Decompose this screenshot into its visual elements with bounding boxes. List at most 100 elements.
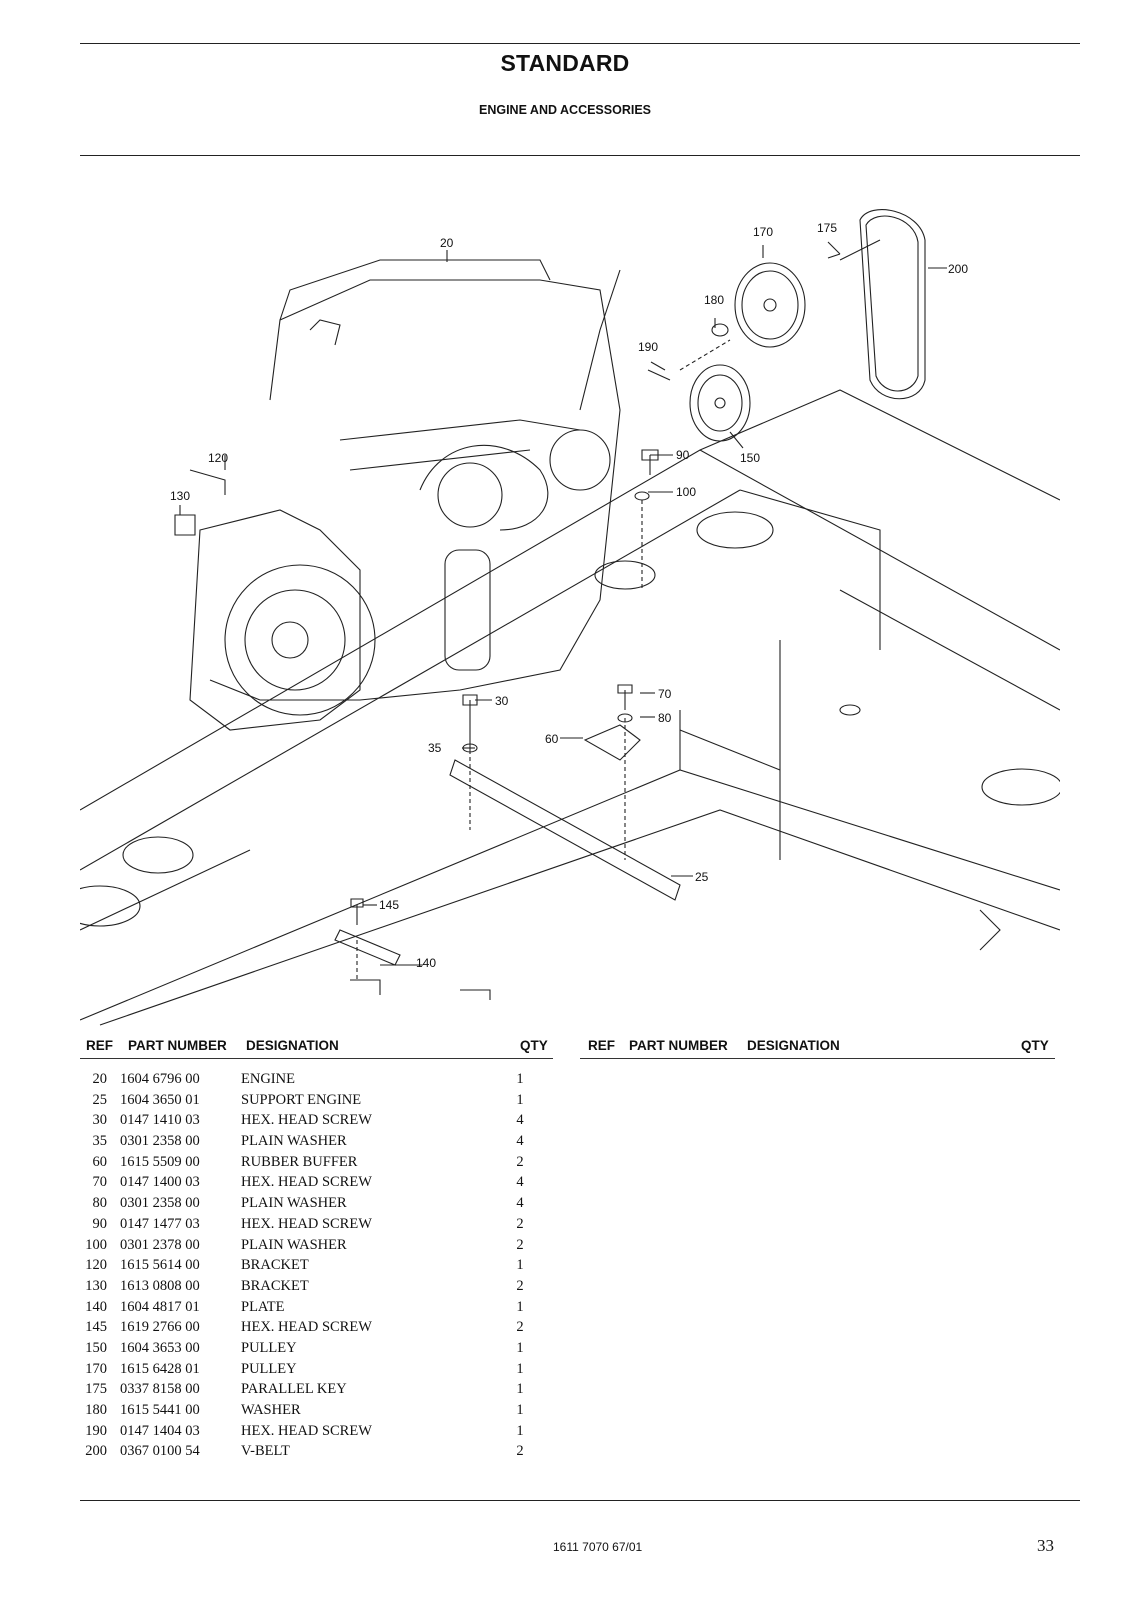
ref-cell: 100 xyxy=(85,1236,107,1253)
designation-cell: HEX. HEAD SCREW xyxy=(241,1422,372,1439)
col-qty: QTY xyxy=(520,1038,548,1053)
table-row: 190 0147 1404 03 HEX. HEAD SCREW 1 xyxy=(77,1423,557,1444)
designation-cell: HEX. HEAD SCREW xyxy=(241,1174,372,1191)
col-ref: REF xyxy=(86,1038,113,1053)
part-number-cell: 0337 8158 00 xyxy=(120,1381,200,1398)
ref-cell: 190 xyxy=(85,1422,107,1439)
callout-130: 130 xyxy=(170,489,190,503)
designation-cell: ENGINE xyxy=(241,1071,295,1087)
callout-140: 140 xyxy=(416,956,436,970)
table-row: 145 1619 2766 00 HEX. HEAD SCREW 2 xyxy=(77,1319,557,1340)
qty-cell: 1 xyxy=(516,1091,524,1108)
qty-cell: 1 xyxy=(516,1422,524,1439)
designation-cell: WASHER xyxy=(241,1402,301,1418)
col-qty-right: QTY xyxy=(1021,1038,1049,1053)
table-row: 25 1604 3650 01 SUPPORT ENGINE 1 xyxy=(77,1092,557,1113)
table-row: 150 1604 3653 00 PULLEY 1 xyxy=(77,1340,557,1361)
part-number-cell: 1613 0808 00 xyxy=(120,1277,200,1294)
callout-120: 120 xyxy=(208,451,228,465)
part-number-cell: 1604 3650 01 xyxy=(120,1091,200,1108)
fasteners xyxy=(174,369,681,995)
ref-cell: 200 xyxy=(85,1443,107,1460)
part-number-cell: 1615 5614 00 xyxy=(120,1257,200,1274)
part-number-cell: 0147 1477 03 xyxy=(120,1215,200,1232)
document-number: 1611 7070 67/01 xyxy=(553,1540,643,1554)
footer-rule xyxy=(80,1500,1080,1501)
part-number-cell: 0301 2358 00 xyxy=(120,1195,200,1212)
ref-cell: 145 xyxy=(85,1319,107,1336)
designation-cell: SUPPORT ENGINE xyxy=(241,1091,362,1108)
exploded-parts-drawing: 20 25 30 35 60 70 80 90 100 120 130 140 … xyxy=(80,209,1060,1026)
col-designation-right: DESIGNATION xyxy=(747,1038,840,1053)
part-number-cell: 1604 6796 00 xyxy=(120,1071,200,1087)
qty-cell: 4 xyxy=(516,1195,524,1212)
col-designation: DESIGNATION xyxy=(246,1038,339,1053)
designation-cell: HEX. HEAD SCREW xyxy=(241,1112,372,1129)
part-number-cell: 1615 5509 00 xyxy=(120,1153,200,1170)
qty-cell: 1 xyxy=(516,1339,524,1356)
part-number-cell: 1615 5441 00 xyxy=(120,1402,200,1418)
qty-cell: 4 xyxy=(516,1174,524,1191)
table-row: 180 1615 5441 00 WASHER 1 xyxy=(77,1402,557,1423)
assembly-lines xyxy=(356,339,731,980)
callout-25: 25 xyxy=(695,870,709,884)
designation-cell: PULLEY xyxy=(241,1360,297,1377)
qty-cell: 2 xyxy=(516,1215,524,1232)
part-number-cell: 1604 4817 01 xyxy=(120,1298,200,1315)
callout-90: 90 xyxy=(676,448,690,462)
qty-cell: 1 xyxy=(516,1381,524,1398)
qty-cell: 4 xyxy=(516,1112,524,1129)
ref-cell: 150 xyxy=(85,1339,107,1356)
ref-cell: 180 xyxy=(85,1402,107,1418)
qty-cell: 1 xyxy=(516,1360,524,1377)
qty-cell: 2 xyxy=(516,1153,524,1170)
designation-cell: BRACKET xyxy=(241,1257,309,1274)
qty-cell: 2 xyxy=(516,1443,524,1460)
leader-lines xyxy=(179,241,947,966)
part-number-cell: 0147 1404 03 xyxy=(120,1422,200,1439)
qty-cell: 2 xyxy=(516,1319,524,1336)
callout-20: 20 xyxy=(440,236,454,250)
ref-cell: 70 xyxy=(92,1174,108,1191)
designation-cell: HEX. HEAD SCREW xyxy=(241,1215,372,1232)
designation-cell: PULLEY xyxy=(241,1339,297,1356)
designation-cell: PLAIN WASHER xyxy=(241,1133,347,1150)
col-part-number: PART NUMBER xyxy=(128,1038,227,1053)
ref-cell: 130 xyxy=(85,1277,107,1294)
callout-100: 100 xyxy=(676,485,696,499)
callout-30: 30 xyxy=(495,694,509,708)
qty-cell: 1 xyxy=(516,1402,524,1418)
ref-cell: 30 xyxy=(92,1112,108,1129)
designation-cell: RUBBER BUFFER xyxy=(241,1153,358,1170)
qty-cell: 2 xyxy=(516,1277,524,1294)
callout-80: 80 xyxy=(658,711,672,725)
ref-cell: 80 xyxy=(92,1195,108,1212)
ref-cell: 175 xyxy=(85,1381,107,1398)
ref-cell: 120 xyxy=(85,1257,107,1274)
callout-175: 175 xyxy=(817,221,837,235)
qty-cell: 2 xyxy=(516,1236,524,1253)
top-rule xyxy=(80,43,1080,44)
table-row: 80 0301 2358 00 PLAIN WASHER 4 xyxy=(77,1195,557,1216)
ref-cell: 25 xyxy=(92,1091,108,1108)
page-title: STANDARD xyxy=(500,50,630,76)
designation-cell: HEX. HEAD SCREW xyxy=(241,1319,372,1336)
callout-190: 190 xyxy=(638,340,658,354)
header-rule xyxy=(80,155,1080,156)
part-number-cell: 1619 2766 00 xyxy=(120,1319,200,1336)
callout-180: 180 xyxy=(704,293,724,307)
ref-cell: 170 xyxy=(85,1360,107,1377)
part-number-cell: 1604 3653 00 xyxy=(120,1339,200,1356)
callout-70: 70 xyxy=(658,687,672,701)
designation-cell: PLAIN WASHER xyxy=(241,1195,347,1212)
qty-cell: 4 xyxy=(516,1133,524,1150)
callout-60: 60 xyxy=(545,732,559,746)
part-number-cell: 0301 2358 00 xyxy=(120,1133,200,1150)
